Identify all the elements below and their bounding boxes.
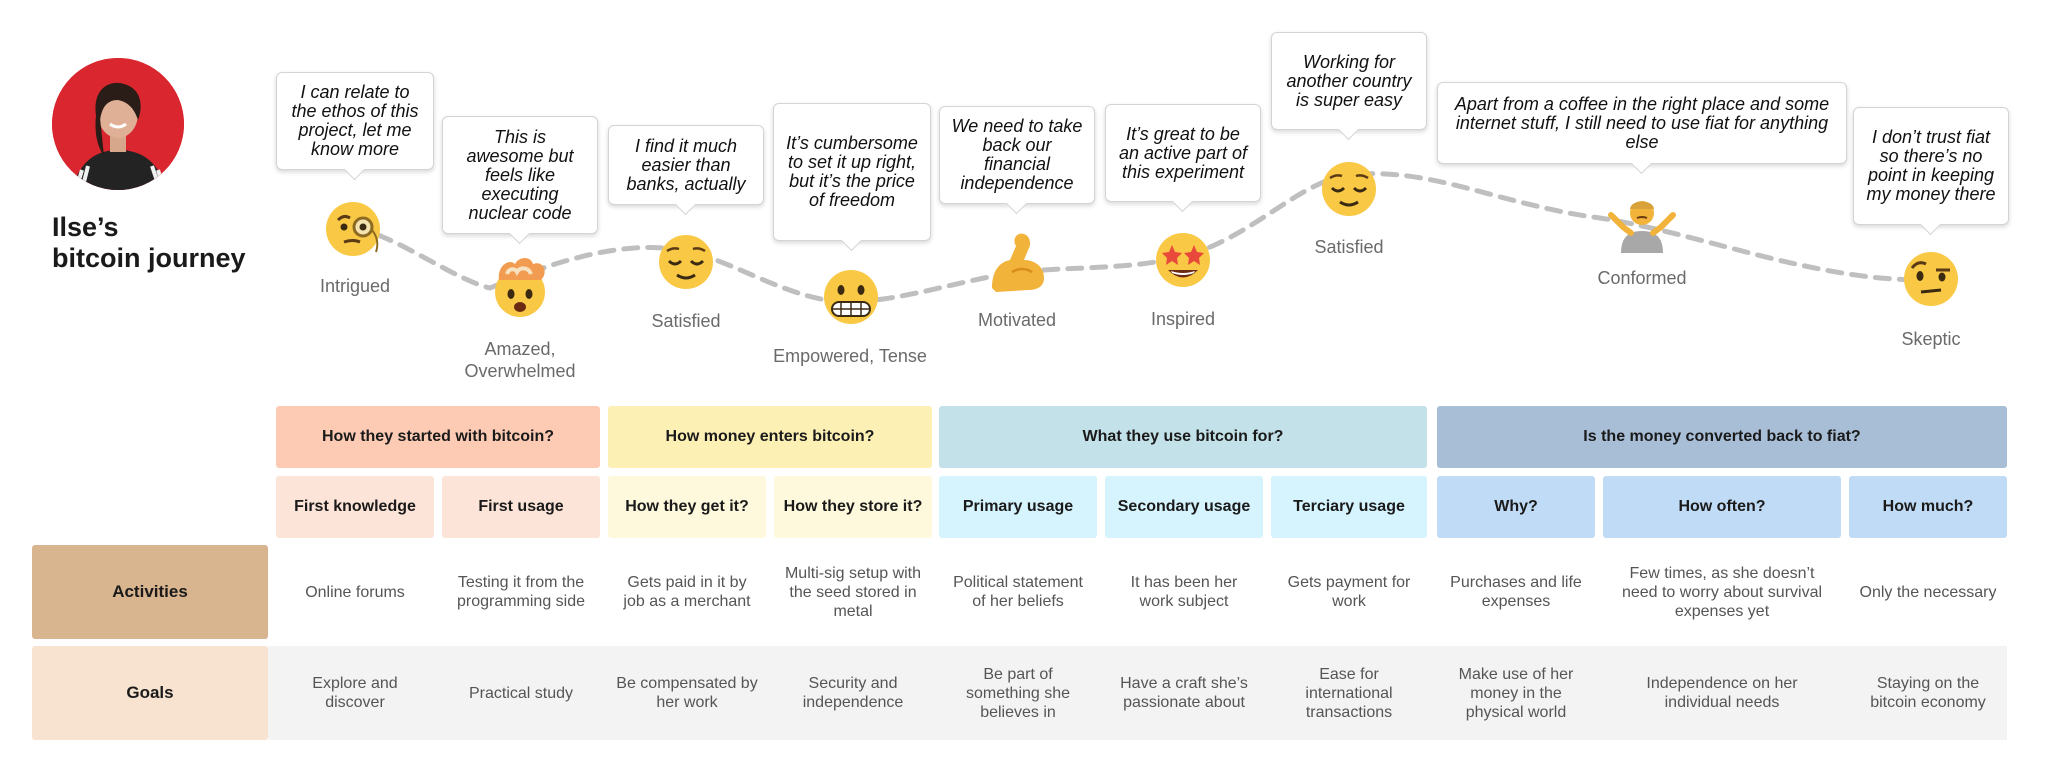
subcategory-label: How they get it? [625, 498, 749, 515]
subcategory-label: First usage [478, 498, 564, 515]
goal-cell: Explore and discover [312, 675, 398, 711]
row-header-goals: Goals [32, 646, 268, 740]
goal-cell: Staying on the bitcoin economy [1870, 675, 1986, 711]
row-label: Activities [112, 582, 188, 601]
quote-text-5: We need to take back our financial indep… [951, 116, 1083, 193]
emotion-label-2: Amazed, Overwhelmed [464, 339, 576, 381]
quote-text-2: This is awesome but feels like executing… [466, 126, 574, 223]
persona-photo [52, 58, 184, 190]
goal-cell: Independence on her individual needs [1646, 675, 1798, 711]
emotion-label-7: Satisfied [1314, 237, 1384, 257]
quote-bubble-5: We need to take back our financial indep… [939, 106, 1095, 204]
quote-bubble-8: Apart from a coffee in the right place a… [1437, 82, 1847, 164]
subcategory-get-it: How they get it? [608, 476, 766, 538]
category-started: How they started with bitcoin? [276, 406, 600, 468]
quote-text-3: I find it much easier than banks, actual… [626, 135, 746, 194]
subcategory-label: Primary usage [962, 498, 1074, 515]
activity-cell: Testing it from the programming side [456, 574, 586, 610]
category-money-enters: How money enters bitcoin? [608, 406, 932, 468]
subcategory-first-usage: First usage [442, 476, 600, 538]
journey-title-line2: bitcoin journey [52, 243, 246, 273]
emotion-label-4: Empowered, Tense [773, 346, 927, 366]
subcategory-label: First knowledge [294, 498, 416, 515]
activity-cell: Online forums [305, 583, 405, 601]
category-label: What they use bitcoin for? [1082, 428, 1284, 445]
row-header-activities: Activities [32, 545, 268, 639]
goal-cell: Be part of something she believes in [965, 665, 1071, 721]
category-label: How they started with bitcoin? [321, 428, 554, 445]
exploding-head-icon [485, 252, 555, 322]
quote-text-4: It’s cumbersome to set it up right, but … [786, 133, 918, 210]
goal-cell: Practical study [468, 684, 574, 702]
emotion-label-1: Intrigued [319, 276, 391, 296]
activity-cell: Gets payment for work [1287, 574, 1411, 610]
star-struck-icon [1148, 225, 1218, 295]
subcategory-how-much: How much? [1849, 476, 2007, 538]
activity-cell: Political statement of her beliefs [953, 574, 1083, 610]
quote-bubble-2: This is awesome but feels like executing… [442, 116, 598, 234]
quote-text-6: It’s great to be an active part of this … [1118, 123, 1248, 182]
emotion-label-9: Skeptic [1901, 329, 1961, 349]
goal-cell: Have a craft she’s passionate about [1120, 675, 1248, 711]
subcategory-how-often: How often? [1603, 476, 1841, 538]
emotion-label-6: Inspired [1150, 309, 1216, 329]
emotion-curve [352, 171, 1913, 305]
quote-text-8: Apart from a coffee in the right place a… [1454, 93, 1830, 152]
quote-bubble-6: It’s great to be an active part of this … [1105, 104, 1261, 202]
quote-bubble-1: I can relate to the ethos of this projec… [276, 72, 434, 170]
journey-title-line1: Ilse’s [52, 212, 119, 242]
relieved-face-icon-2 [1314, 154, 1384, 224]
goal-cell: Ease for international transactions [1305, 665, 1393, 721]
activity-cell: Purchases and life expenses [1450, 574, 1582, 610]
person-shrugging-icon [1607, 187, 1677, 257]
emotion-label-8: Conformed [1597, 268, 1687, 288]
subcategory-label: How they store it? [783, 498, 923, 515]
goal-cell: Be compensated by her work [616, 675, 758, 711]
subcategory-label: Terciary usage [1293, 498, 1405, 515]
quote-text-7: Working for another country is super eas… [1286, 51, 1412, 110]
row-label: Goals [126, 683, 174, 702]
category-label: How money enters bitcoin? [665, 428, 875, 445]
quote-text-9: I don’t trust fiat so there’s no point i… [1866, 127, 1996, 204]
flexed-biceps-icon [982, 226, 1052, 296]
subcategory-label: Why? [1494, 498, 1538, 515]
subcategory-terciary-usage: Terciary usage [1271, 476, 1427, 538]
relieved-face-icon [651, 227, 721, 297]
grimacing-face-icon [816, 262, 886, 332]
goal-cell: Make use of her money in the physical wo… [1458, 665, 1574, 721]
subcategory-first-knowledge: First knowledge [276, 476, 434, 538]
quote-bubble-9: I don’t trust fiat so there’s no point i… [1853, 107, 2009, 225]
activity-cell: Multi-sig setup with the seed stored in … [784, 564, 922, 620]
subcategory-why: Why? [1437, 476, 1595, 538]
quote-bubble-4: It’s cumbersome to set it up right, but … [773, 103, 931, 241]
emotion-label-3: Satisfied [651, 311, 721, 331]
subcategory-primary-usage: Primary usage [939, 476, 1097, 538]
category-converted-back: Is the money converted back to fiat? [1437, 406, 2007, 468]
activity-cell: Gets paid in it by job as a merchant [623, 574, 751, 610]
category-label: Is the money converted back to fiat? [1583, 428, 1861, 445]
subcategory-label: How often? [1678, 498, 1766, 515]
activity-cell: It has been her work subject [1130, 574, 1238, 610]
subcategory-store-it: How they store it? [774, 476, 932, 538]
monocle-face-icon [320, 194, 390, 264]
subcategory-label: How much? [1882, 498, 1974, 515]
subcategory-secondary-usage: Secondary usage [1105, 476, 1263, 538]
emotion-label-5: Motivated [977, 310, 1057, 330]
subcategory-label: Secondary usage [1117, 498, 1251, 515]
quote-bubble-7: Working for another country is super eas… [1271, 32, 1427, 130]
persona-avatar [52, 58, 184, 190]
raised-eyebrow-icon [1896, 244, 1966, 314]
category-use-for: What they use bitcoin for? [939, 406, 1427, 468]
activity-cell: Only the necessary [1859, 583, 1997, 601]
quote-bubble-3: I find it much easier than banks, actual… [608, 125, 764, 205]
quote-text-1: I can relate to the ethos of this projec… [291, 82, 419, 159]
journey-title: Ilse’s bitcoin journey [52, 212, 246, 274]
activity-cell: Few times, as she doesn’t need to worry … [1621, 564, 1823, 620]
goals-row-background [268, 646, 2007, 740]
goal-cell: Security and independence [802, 675, 904, 711]
